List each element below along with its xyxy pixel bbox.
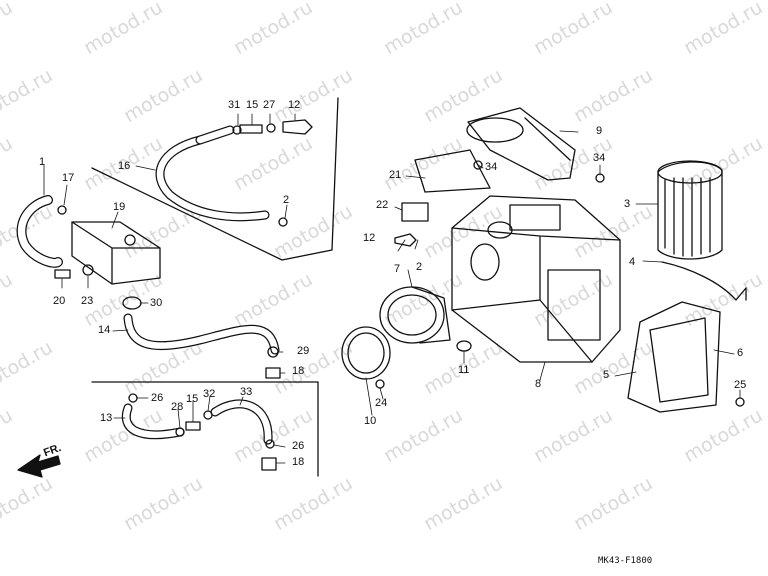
- callout-25: 25: [734, 379, 747, 391]
- label-22: [401, 202, 429, 222]
- plug-18-upper: [265, 367, 281, 379]
- callout-2-box: 2: [416, 261, 423, 273]
- clip-20: [54, 269, 71, 279]
- callout-23: 23: [81, 295, 94, 307]
- callout-28: 28: [171, 401, 184, 413]
- callout-19: 19: [113, 201, 126, 213]
- callout-34-right: 34: [593, 152, 606, 164]
- plate-21: [414, 149, 491, 193]
- clip-26-a: [128, 393, 138, 403]
- bolt-23: [82, 264, 94, 276]
- cover-6: [627, 301, 721, 413]
- holder-4: [661, 261, 747, 301]
- callout-27: 27: [263, 99, 276, 111]
- callout-24: 24: [375, 397, 388, 409]
- band-10: [341, 326, 391, 380]
- callout-4: 4: [629, 256, 636, 268]
- callout-5: 5: [603, 369, 610, 381]
- diagram-code: MK43-F1800: [598, 556, 653, 566]
- callout-7: 7: [394, 263, 401, 275]
- air-box-8: [451, 195, 621, 363]
- callout-22: 22: [376, 199, 389, 211]
- callout-12-box: 12: [363, 232, 376, 244]
- callout-1: 1: [39, 156, 46, 168]
- callout-31: 31: [228, 99, 241, 111]
- cap-12-box: [394, 233, 417, 247]
- callout-26-a: 26: [151, 392, 164, 404]
- callout-13: 13: [100, 412, 113, 424]
- callout-29: 29: [297, 345, 310, 357]
- callout-17: 17: [62, 172, 75, 184]
- plug-18-lower: [261, 457, 277, 471]
- callout-11: 11: [458, 364, 470, 376]
- element-3: [657, 161, 723, 260]
- clip-31: [232, 125, 242, 135]
- callout-14: 14: [98, 324, 111, 336]
- callout-26-b: 26: [292, 440, 305, 452]
- grommet-30: [122, 296, 142, 310]
- nut-11: [456, 340, 472, 352]
- breather-box-19: [71, 221, 161, 285]
- callout-18-upper: 18: [292, 365, 305, 377]
- callout-18-lower: 18: [292, 456, 305, 468]
- callout-21: 21: [389, 169, 402, 181]
- frame-lower: [91, 381, 319, 477]
- callout-15-lower: 15: [186, 393, 199, 405]
- cap-12: [282, 119, 313, 135]
- callout-12-upper: 12: [288, 99, 301, 111]
- callout-10: 10: [364, 415, 377, 427]
- clip-17: [57, 205, 67, 215]
- fr-arrow: [17, 454, 61, 478]
- clip-26-b: [265, 439, 275, 449]
- callout-34-left: 34: [485, 161, 498, 173]
- fitting-15-lower: [185, 421, 201, 431]
- callout-2-upper: 2: [283, 194, 290, 206]
- callout-16: 16: [118, 160, 131, 172]
- callout-3: 3: [624, 198, 631, 210]
- clip-2-upper: [278, 217, 288, 227]
- callout-15-upper: 15: [246, 99, 259, 111]
- bolt-34: [473, 160, 483, 170]
- duct-9: [467, 107, 576, 181]
- frame-upper: [91, 97, 339, 261]
- callout-8: 8: [535, 378, 542, 390]
- callout-30: 30: [150, 297, 163, 309]
- callout-6: 6: [737, 347, 744, 359]
- fitting-15: [239, 124, 263, 134]
- screw-24: [375, 379, 385, 389]
- clip-32: [203, 410, 213, 420]
- clip-27: [266, 123, 276, 133]
- bolt-25: [735, 397, 745, 407]
- callout-33: 33: [240, 386, 253, 398]
- callout-9: 9: [596, 125, 603, 137]
- callout-20: 20: [53, 295, 66, 307]
- callout-32: 32: [203, 388, 216, 400]
